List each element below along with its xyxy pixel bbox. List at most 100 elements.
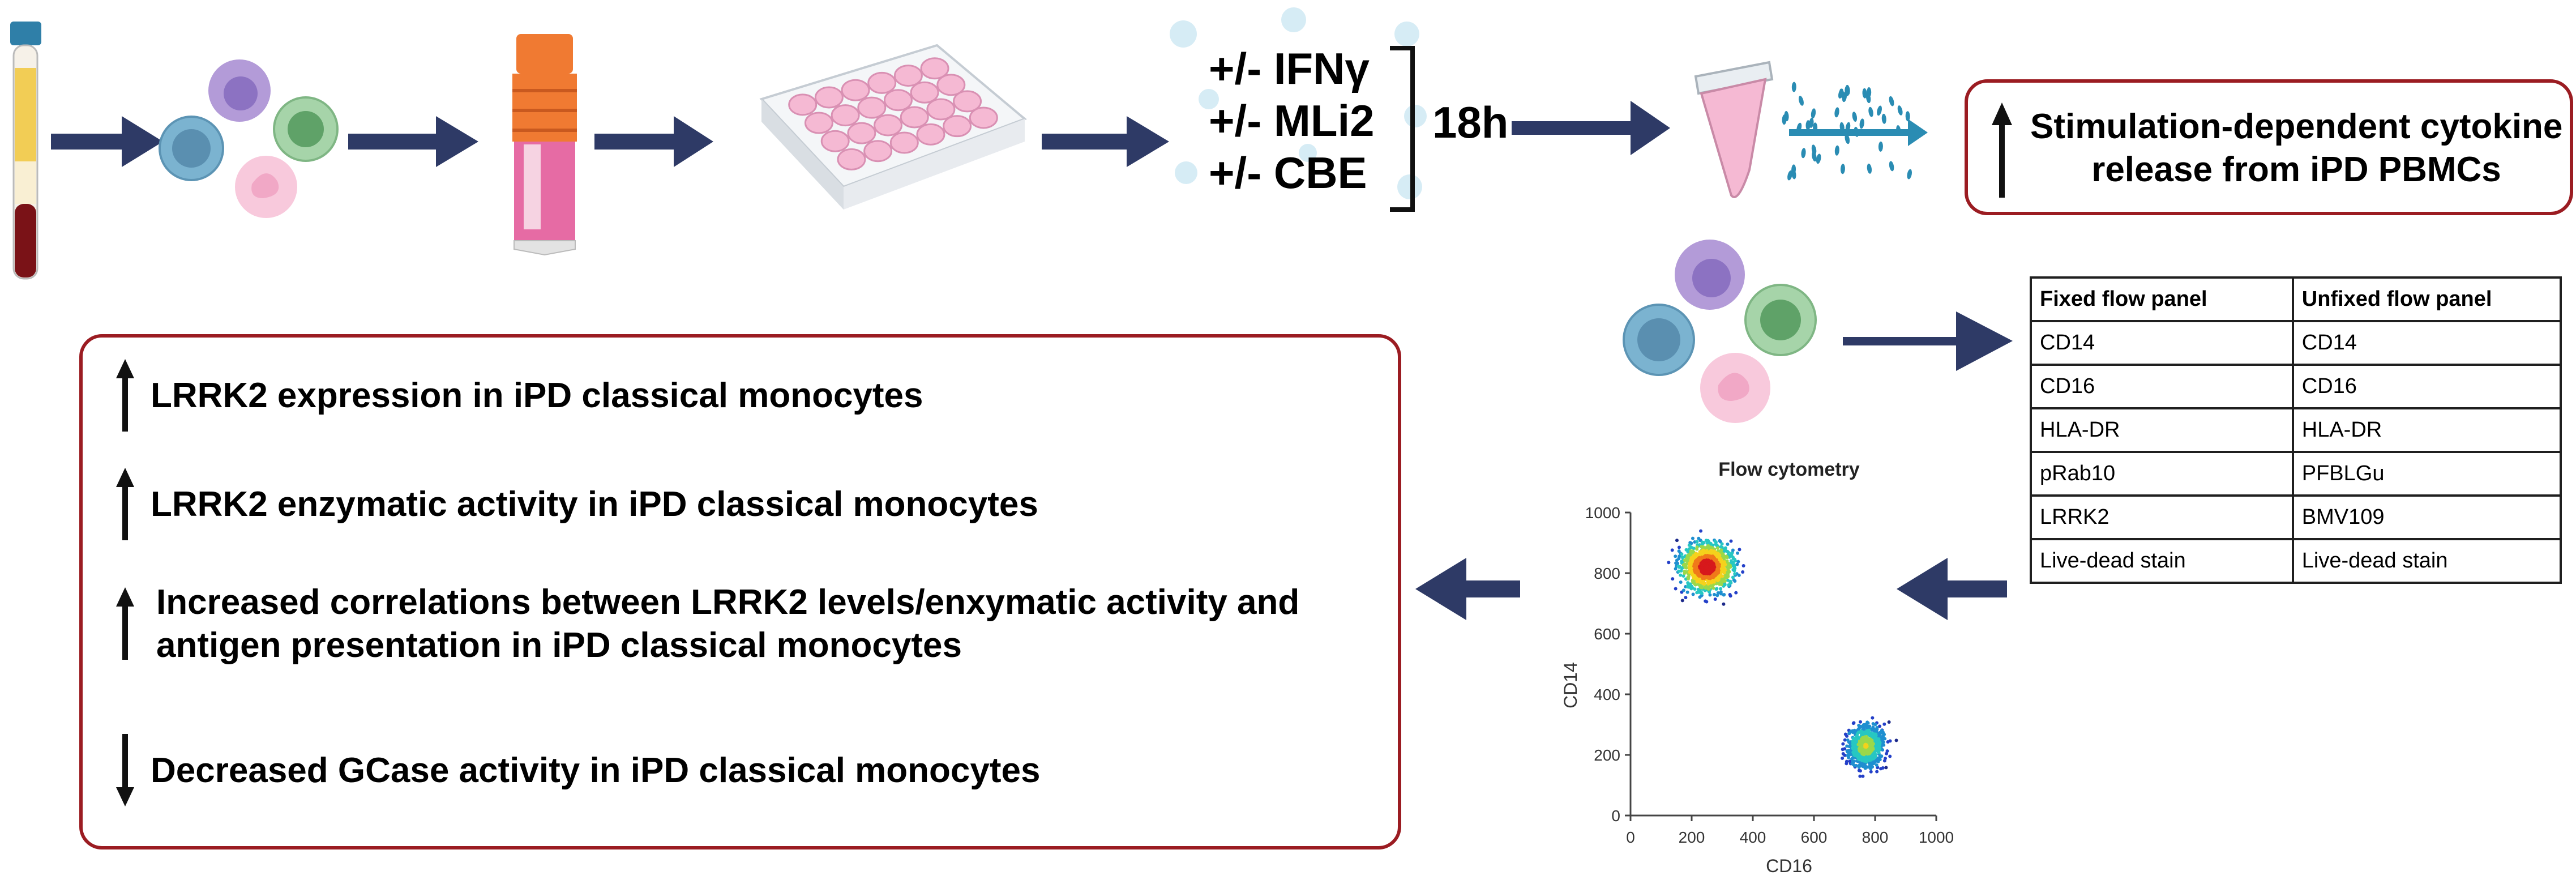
data-point — [1716, 591, 1720, 595]
data-point — [1688, 582, 1692, 586]
data-point — [1684, 596, 1688, 600]
data-point — [1686, 550, 1690, 554]
data-point — [1894, 738, 1898, 742]
data-point — [1699, 529, 1703, 533]
data-point — [1729, 539, 1733, 543]
data-point — [1681, 574, 1685, 578]
cell: pRab10 — [2030, 451, 2294, 497]
data-point — [1843, 753, 1847, 757]
duration-label: 18h — [1432, 97, 1509, 147]
cell: CD14 — [2030, 320, 2294, 366]
release-arrow — [1789, 119, 1928, 146]
well — [883, 89, 913, 112]
y-tick-label: 1000 — [1585, 504, 1620, 522]
data-point — [1713, 592, 1717, 596]
arrow-to-findings — [1415, 558, 1520, 620]
cytokine-particle — [1867, 163, 1872, 174]
data-point — [1676, 561, 1680, 565]
data-point — [1674, 587, 1678, 591]
finding-text: LRRK2 expression in iPD classical monocy… — [151, 376, 923, 415]
cytokine-particle — [1889, 96, 1894, 106]
cytokine-particle — [1838, 88, 1843, 99]
well — [969, 106, 998, 129]
well — [820, 130, 850, 152]
cytokine-particle — [1834, 145, 1839, 156]
data-point — [1875, 770, 1879, 774]
cytokine-particle — [1840, 164, 1845, 174]
data-point — [1731, 568, 1735, 572]
data-point — [1841, 756, 1845, 760]
data-point — [1680, 599, 1684, 603]
table-header-row: Fixed flow panel Unfixed flow panel — [2030, 276, 2562, 322]
finding-item: LRRK2 enzymatic activity in iPD classica… — [114, 468, 1038, 541]
workflow-icons — [10, 7, 1928, 280]
data-point — [1887, 720, 1891, 724]
data-point — [1859, 720, 1863, 724]
data-point — [1705, 565, 1709, 569]
header-unfixed: Unfixed flow panel — [2291, 276, 2562, 322]
data-point — [1878, 724, 1882, 728]
data-point — [1722, 549, 1726, 553]
data-point — [1680, 556, 1684, 560]
cytokine-particle — [1881, 113, 1886, 124]
data-point — [1884, 757, 1888, 761]
x-tick-label: 800 — [1862, 829, 1889, 846]
data-point — [1679, 573, 1683, 577]
well — [900, 106, 929, 129]
data-point — [1864, 744, 1868, 748]
data-point — [1845, 734, 1849, 738]
data-point — [1738, 548, 1741, 552]
finding-item: Decreased GCase activity in iPD classica… — [114, 734, 1040, 808]
cytokine-particle — [1834, 107, 1839, 118]
data-point — [1848, 759, 1852, 763]
y-tick-label: 200 — [1594, 746, 1620, 764]
data-point — [1882, 722, 1886, 726]
cell: HLA-DR — [2030, 407, 2294, 453]
well — [831, 104, 860, 127]
well — [926, 98, 956, 121]
well — [863, 140, 893, 163]
cytokine-particle — [1889, 161, 1894, 172]
cytokine-particle — [1859, 118, 1864, 129]
data-point — [1885, 752, 1889, 755]
cytokine-particle — [1878, 141, 1883, 152]
eppendorf-tube-icon — [1694, 61, 1774, 198]
x-tick-label: 600 — [1801, 829, 1828, 846]
data-point — [1871, 722, 1875, 726]
data-point — [1886, 740, 1890, 744]
data-point — [1732, 578, 1736, 582]
well — [936, 74, 966, 96]
blood-tube-icon — [10, 22, 41, 280]
header-fixed: Fixed flow panel — [2030, 276, 2294, 322]
cytokine-particle — [1801, 148, 1806, 159]
x-tick-label: 200 — [1679, 829, 1705, 846]
data-point — [1670, 548, 1674, 552]
data-point — [1879, 767, 1883, 771]
chart-data-points — [1667, 529, 1898, 778]
well — [788, 93, 818, 116]
y-tick-label: 600 — [1594, 625, 1620, 643]
flow-cells-icon — [1623, 240, 1817, 423]
cytokine-particle — [1791, 169, 1796, 180]
workflow-arrows — [51, 101, 1670, 167]
cell: HLA-DR — [2291, 407, 2562, 453]
data-point — [1851, 722, 1855, 725]
data-point — [1679, 580, 1683, 584]
finding-text: LRRK2 enzymatic activity in iPD classica… — [151, 485, 1038, 524]
cell: Live-dead stain — [2030, 538, 2294, 584]
x-tick-label: 0 — [1626, 829, 1635, 846]
up-arrow-icon — [116, 587, 134, 660]
data-point — [1704, 599, 1708, 603]
cell: Live-dead stain — [2291, 538, 2562, 584]
finding-text: Increased correlations between LRRK2 lev… — [156, 583, 1300, 622]
data-point — [1870, 728, 1874, 732]
data-point — [1729, 561, 1733, 565]
down-arrow-icon — [116, 734, 134, 806]
data-point — [1733, 572, 1737, 576]
data-point — [1888, 754, 1892, 758]
bubbles-icon — [1170, 7, 1427, 199]
cell: CD14 — [2291, 320, 2562, 366]
treatment-ifn: +/- IFNγ — [1209, 44, 1370, 93]
